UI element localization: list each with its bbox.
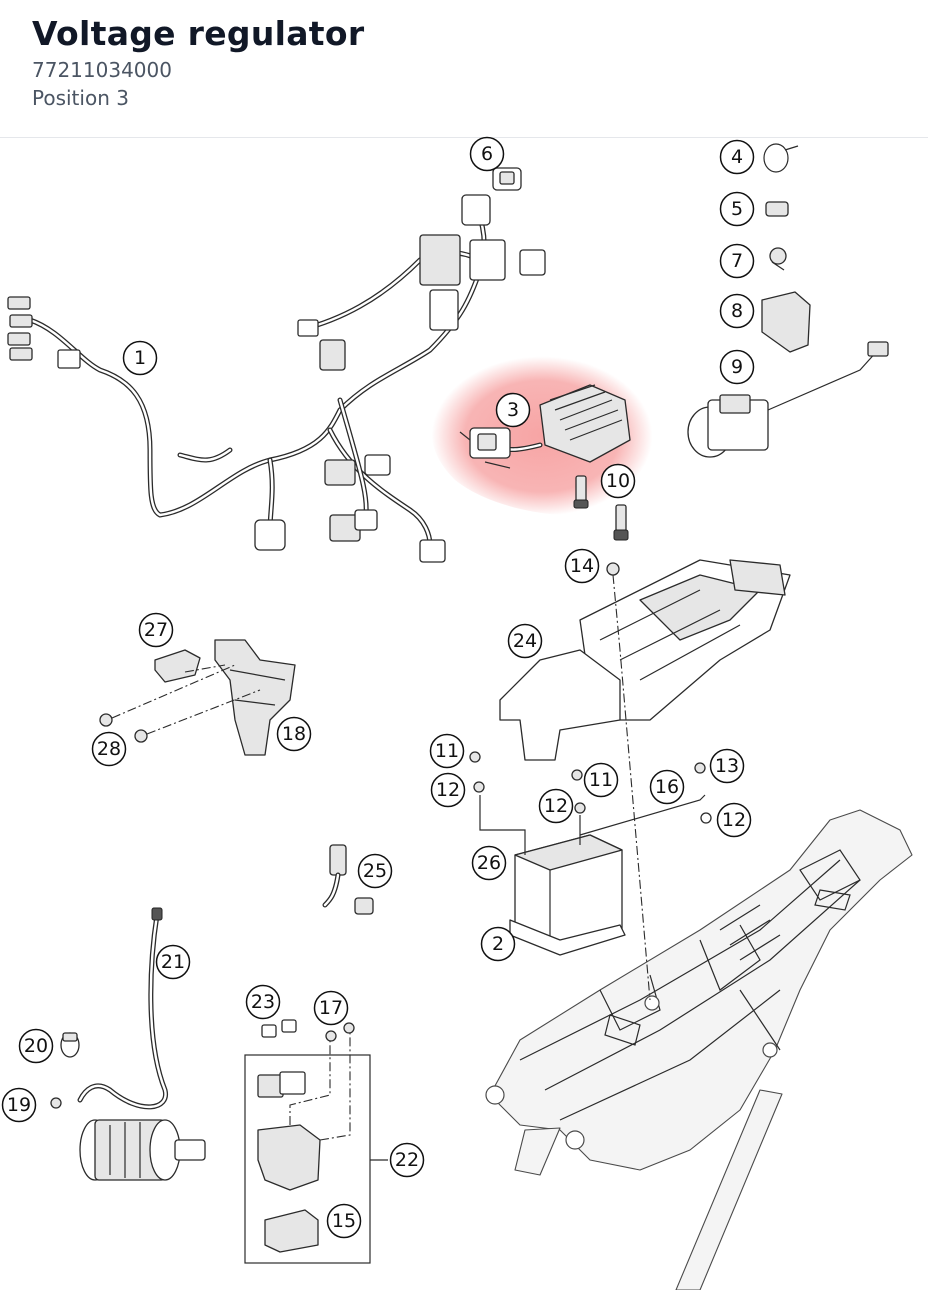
callout-12c[interactable]: 12	[716, 802, 752, 838]
callout-2[interactable]: 2	[480, 926, 516, 962]
callout-11b[interactable]: 11	[583, 762, 619, 798]
wiring-harness	[7, 194, 546, 563]
connector-part-6	[492, 167, 522, 191]
callout-10[interactable]: 10	[600, 463, 636, 499]
callout-28[interactable]: 28	[91, 731, 127, 767]
callout-label: 20	[24, 1035, 48, 1057]
callout-label: 17	[319, 997, 343, 1019]
page-title: Voltage regulator	[32, 14, 365, 53]
callout-21[interactable]: 21	[155, 944, 191, 980]
callout-17[interactable]: 17	[313, 990, 349, 1026]
clamp-part-20	[60, 1032, 80, 1058]
cap-part-27	[154, 649, 201, 683]
callout-label: 14	[570, 555, 594, 577]
callout-4[interactable]: 4	[719, 139, 755, 175]
callout-5[interactable]: 5	[719, 191, 755, 227]
callout-label: 1	[134, 347, 146, 369]
callout-label: 12	[436, 779, 460, 801]
clip-part-5	[765, 201, 789, 217]
callout-label: 21	[161, 951, 185, 973]
callout-27[interactable]: 27	[138, 612, 174, 648]
callout-15[interactable]: 15	[326, 1203, 362, 1239]
screws-part-28	[99, 664, 261, 743]
callout-label: 10	[606, 470, 630, 492]
callout-label: 18	[282, 723, 306, 745]
position-label: Position 3	[32, 86, 129, 110]
callout-label: 13	[715, 755, 739, 777]
fuses-part-23	[261, 1019, 297, 1038]
relay-box-part-22	[244, 1022, 388, 1264]
callout-19[interactable]: 19	[1, 1087, 37, 1123]
callout-label: 25	[363, 860, 387, 882]
callout-label: 11	[589, 769, 613, 791]
callout-label: 12	[544, 795, 568, 817]
voltage-regulator-part-3	[459, 384, 631, 469]
callout-label: 28	[97, 738, 121, 760]
part-number: 77211034000	[32, 58, 172, 82]
battery-part-2	[509, 834, 626, 956]
callout-3[interactable]: 3	[495, 392, 531, 428]
battery-box-part-24	[499, 559, 791, 761]
cable-part-25	[322, 844, 374, 915]
callout-26[interactable]: 26	[471, 845, 507, 881]
terminal-bolts	[469, 751, 712, 855]
callout-23[interactable]: 23	[245, 984, 281, 1020]
callout-label: 24	[513, 630, 537, 652]
callout-label: 26	[477, 852, 501, 874]
callout-label: 6	[481, 143, 493, 165]
callout-12d: 12	[722, 809, 746, 831]
callout-label: 2	[492, 933, 504, 955]
screw-part-14	[606, 562, 651, 1001]
bracket-part-18	[214, 639, 296, 756]
starter-motor	[79, 1119, 206, 1181]
sensor-part-9	[687, 341, 889, 458]
callout-24[interactable]: 24	[507, 623, 543, 659]
starter-cable-part-21	[77, 907, 168, 1110]
callout-12a[interactable]: 12	[430, 772, 466, 808]
callout-6[interactable]: 6	[469, 136, 505, 172]
rivet-part-7	[769, 247, 787, 271]
callout-11a[interactable]: 11	[429, 733, 465, 769]
callout-13[interactable]: 13	[709, 748, 745, 784]
callout-1[interactable]: 1	[122, 340, 158, 376]
cable-tie-part-4	[763, 143, 799, 173]
callout-label: 15	[332, 1210, 356, 1232]
callout-label: 22	[395, 1149, 419, 1171]
callout-14[interactable]: 14	[564, 548, 600, 584]
callout-9[interactable]: 9	[719, 349, 755, 385]
callout-label: 9	[731, 356, 743, 378]
callout-label: 8	[731, 300, 743, 322]
rear-subframe	[485, 809, 913, 1290]
cover-part-15	[264, 1209, 319, 1253]
callout-label: 3	[507, 399, 519, 421]
callout-25[interactable]: 25	[357, 853, 393, 889]
callout-12b[interactable]: 12	[538, 788, 574, 824]
callout-16[interactable]: 16	[649, 769, 685, 805]
nut-part-19	[50, 1097, 62, 1109]
callout-20[interactable]: 20	[18, 1028, 54, 1064]
callout-8[interactable]: 8	[719, 293, 755, 329]
callout-18[interactable]: 18	[276, 716, 312, 752]
callout-label: 5	[731, 198, 743, 220]
bolts-part-10	[573, 475, 629, 541]
callout-label: 16	[655, 776, 679, 798]
callout-label: 11	[435, 740, 459, 762]
cover-part-8	[761, 291, 811, 353]
callout-label: 19	[7, 1094, 31, 1116]
callout-label: 12	[722, 809, 746, 831]
callout-label: 27	[144, 619, 168, 641]
callout-label: 23	[251, 991, 275, 1013]
page-header: Voltage regulator 77211034000 Position 3	[0, 0, 928, 138]
callout-22[interactable]: 22	[389, 1142, 425, 1178]
callout-label: 7	[731, 250, 743, 272]
callout-label: 4	[731, 146, 743, 168]
callout-7[interactable]: 7	[719, 243, 755, 279]
